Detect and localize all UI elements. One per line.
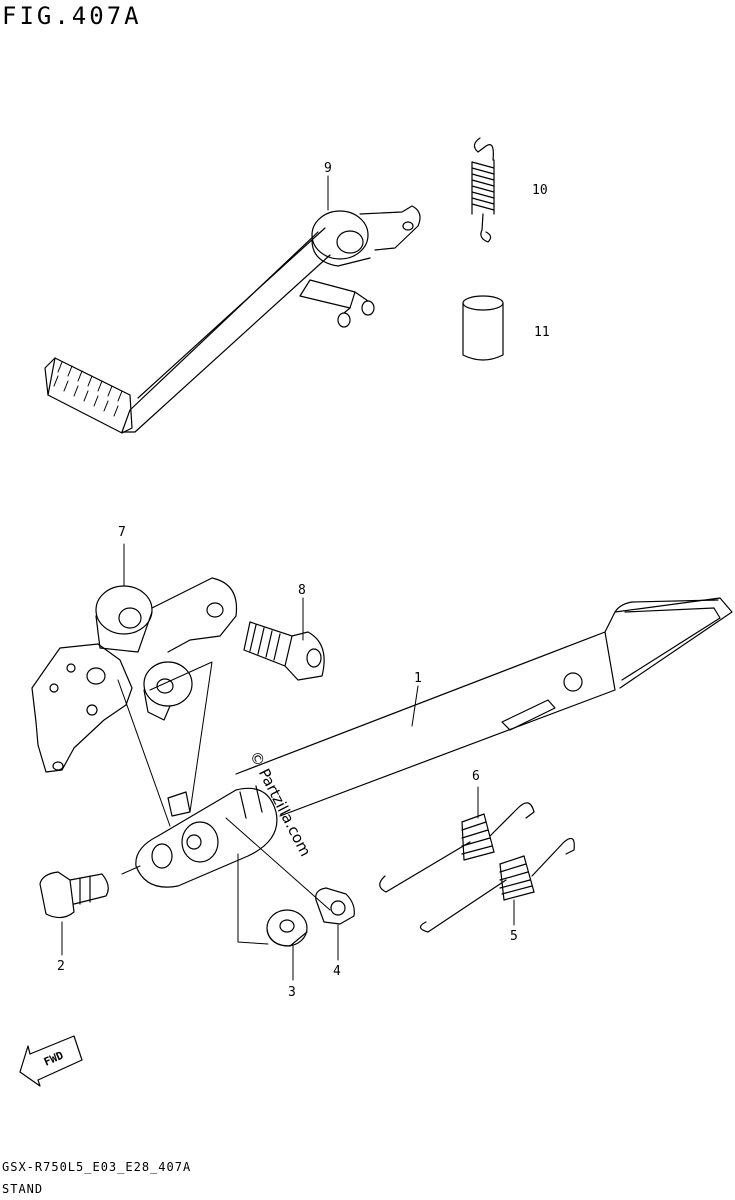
callout-4[interactable]: 4 xyxy=(333,964,341,979)
drawing-code: GSX-R750L5_E03_E28_407A xyxy=(2,1160,192,1174)
part-6-spring[interactable] xyxy=(379,802,535,893)
part-1-side-stand[interactable] xyxy=(135,597,733,888)
callout-8[interactable]: 8 xyxy=(298,583,306,598)
figure-title: FIG.407A xyxy=(2,2,142,30)
callout-9[interactable]: 9 xyxy=(324,161,332,176)
callout-5[interactable]: 5 xyxy=(510,929,518,944)
callout-7[interactable]: 7 xyxy=(118,525,126,540)
callout-11[interactable]: 11 xyxy=(534,325,550,340)
fwd-arrow-icon xyxy=(19,1035,83,1087)
callout-1[interactable]: 1 xyxy=(414,671,422,686)
part-3-washer[interactable] xyxy=(266,909,308,947)
callout-10[interactable]: 10 xyxy=(532,183,548,198)
fwd-label: FWD xyxy=(42,1049,66,1069)
callout-6[interactable]: 6 xyxy=(472,769,480,784)
part-9-shift-lever[interactable] xyxy=(44,205,421,434)
part-7-stand-bracket[interactable] xyxy=(31,577,238,773)
callout-2[interactable]: 2 xyxy=(57,959,65,974)
part-10-spring[interactable] xyxy=(471,137,495,243)
callout-3[interactable]: 3 xyxy=(288,985,296,1000)
part-4-nut[interactable] xyxy=(315,887,355,925)
leader-lines xyxy=(61,175,515,981)
part-8-bolt[interactable] xyxy=(243,621,325,681)
part-11-collar[interactable] xyxy=(462,295,504,361)
assembly-guide-lines xyxy=(117,661,331,945)
part-5-spring[interactable] xyxy=(419,837,575,933)
part-2-pivot-bolt[interactable] xyxy=(39,871,109,919)
section-name: STAND xyxy=(2,1182,44,1196)
